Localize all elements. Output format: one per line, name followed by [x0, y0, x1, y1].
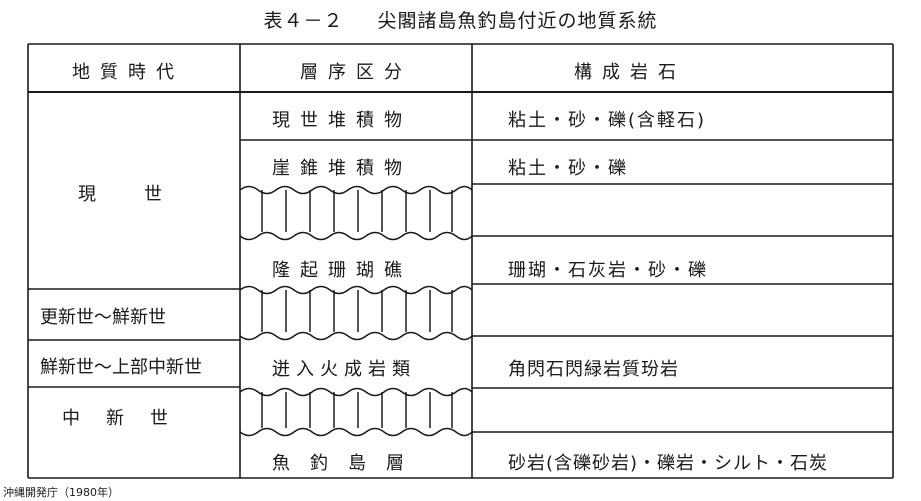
unconformity-band [239, 185, 473, 241]
header-rock: 構成岩石 [574, 62, 686, 83]
header-stratum: 層序区分 [300, 62, 412, 83]
table-caption: 尖閣諸島魚釣島付近の地質系統 [377, 10, 658, 32]
stratum-raised-coral: 隆起珊瑚礁 [272, 260, 412, 281]
table-title: 表４－２ 尖閣諸島魚釣島付近の地質系統 [0, 6, 921, 33]
source-note: 沖縄開発庁（1980年） [3, 486, 119, 499]
unconformity-band [239, 285, 473, 341]
rock-talus-deposits: 粘土・砂・礫 [508, 158, 628, 179]
rock-intrusive-rocks: 角閃石閃緑岩質玢岩 [508, 359, 679, 380]
period-pliocene-upper-miocene: 鮮新世～上部中新世 [40, 357, 202, 378]
rock-raised-coral: 珊瑚・石灰岩・砂・礫 [508, 260, 708, 281]
rock-uotsuri-formation: 砂岩(含礫砂岩)・礫岩・シルト・石炭 [508, 453, 829, 474]
stratum-talus-deposits: 崖錐堆積物 [272, 158, 412, 179]
table-number: 表４－２ [263, 10, 344, 32]
rock-recent-deposits: 粘土・砂・礫(含軽石) [508, 110, 707, 131]
header-period: 地質時代 [72, 62, 184, 83]
period-pleistocene-pliocene: 更新世～鮮新世 [40, 307, 166, 328]
unconformity-band [239, 387, 473, 437]
stratum-intrusive-rocks: 迸入火成岩類 [272, 359, 416, 380]
stratum-uotsuri-formation: 魚釣島層 [272, 453, 424, 474]
stratum-recent-deposits: 現世堆積物 [272, 110, 412, 131]
period-holocene: 現 世 [78, 184, 166, 205]
period-miocene: 中 新 世 [62, 408, 172, 429]
